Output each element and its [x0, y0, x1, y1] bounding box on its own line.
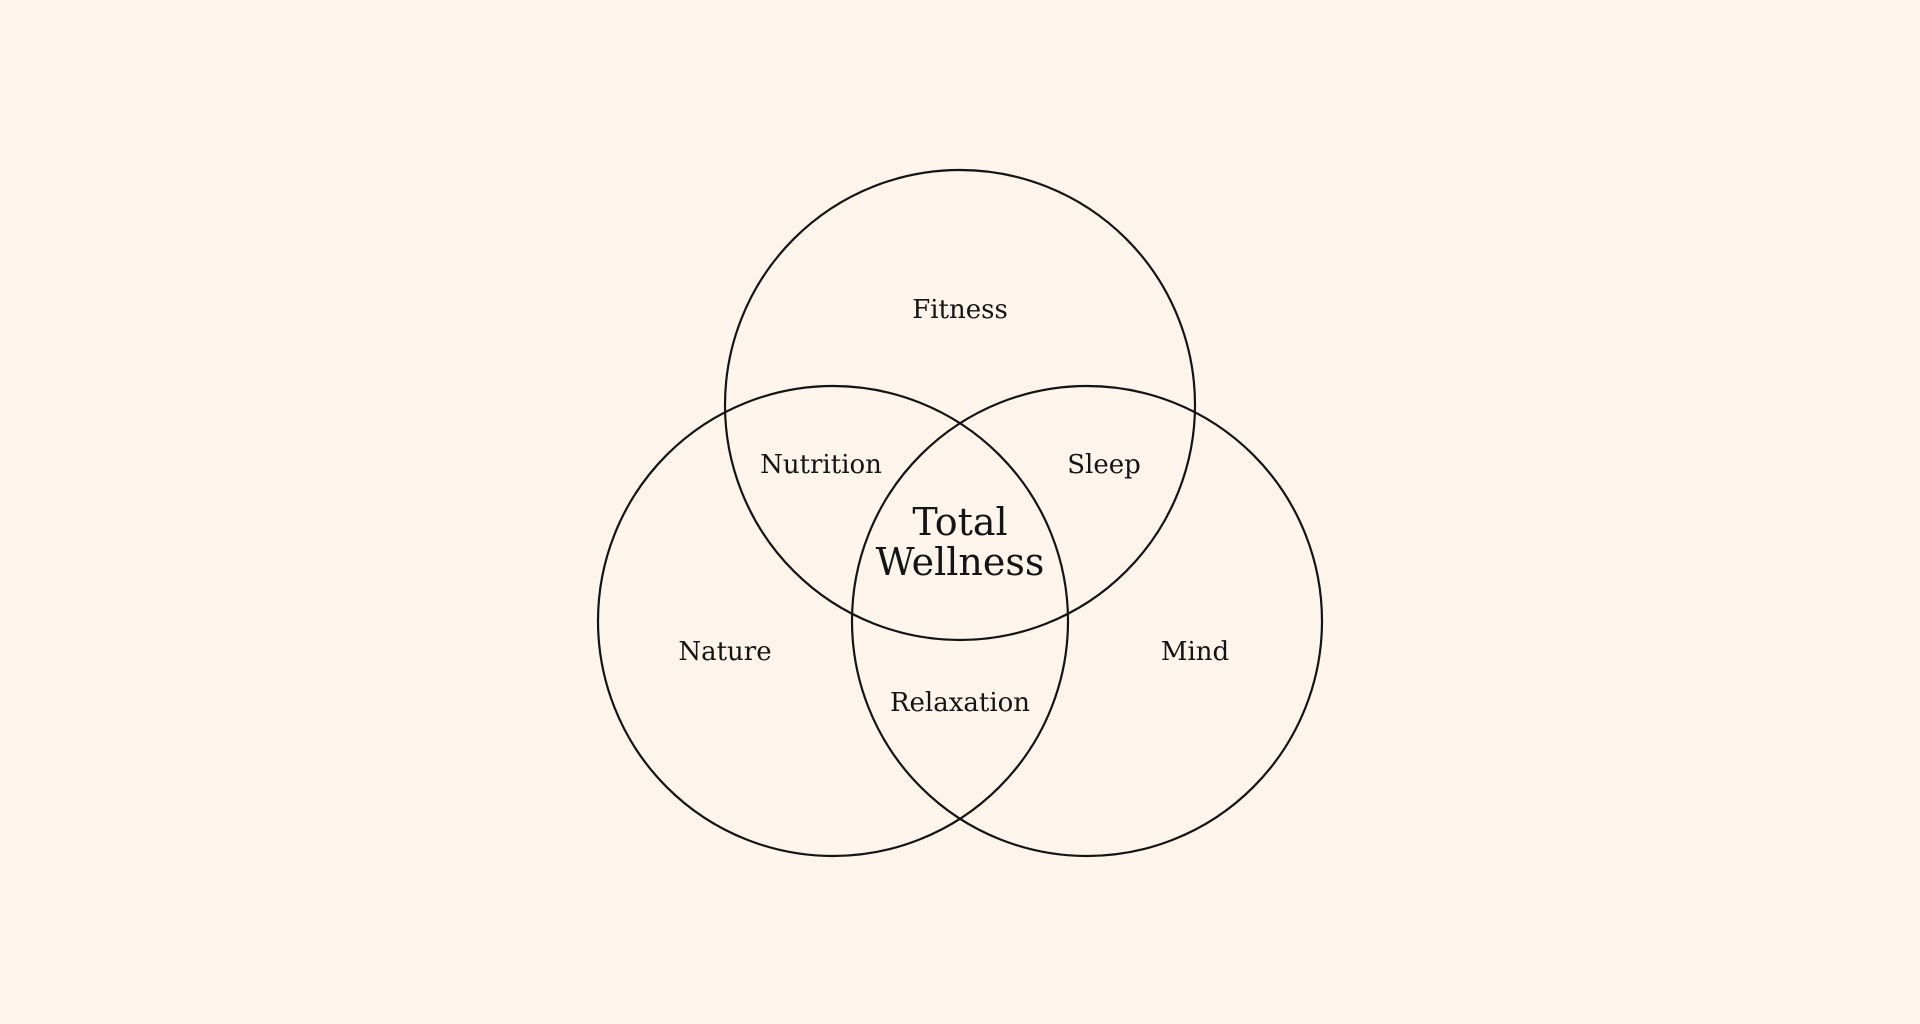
circle-fitness — [723, 168, 1197, 642]
center-label-line2: Wellness — [876, 540, 1045, 584]
circle-mind — [850, 384, 1324, 858]
label-relaxation: Relaxation — [890, 688, 1030, 718]
center-label-line1: Total — [912, 500, 1007, 544]
label-mind: Mind — [1161, 637, 1229, 667]
label-nutrition: Nutrition — [760, 450, 882, 480]
label-fitness: Fitness — [912, 295, 1008, 325]
label-nature: Nature — [678, 637, 771, 667]
label-sleep: Sleep — [1067, 450, 1141, 480]
circle-nature — [596, 384, 1070, 858]
